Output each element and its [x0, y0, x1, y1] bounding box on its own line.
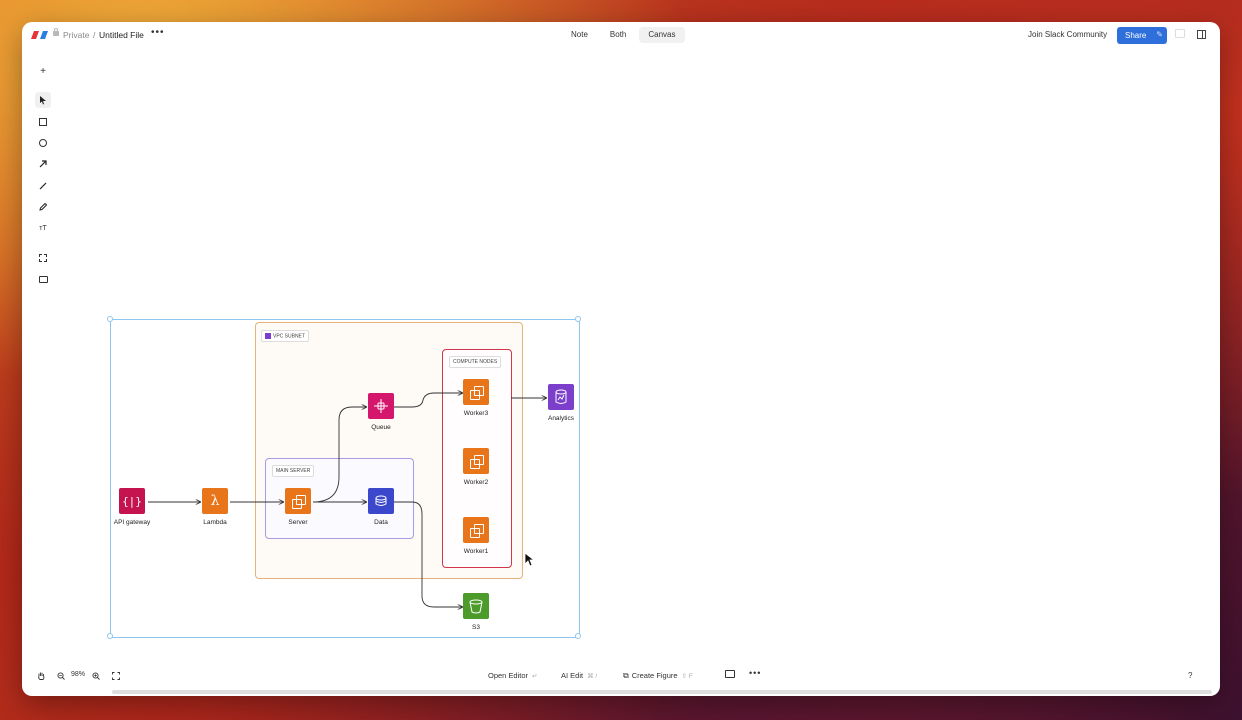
comments-panel-icon[interactable]	[1175, 29, 1185, 38]
ai-edit-label: AI Edit	[561, 671, 584, 680]
s3-node[interactable]	[463, 593, 489, 619]
connector-lines	[148, 393, 546, 607]
text-icon[interactable]: ᴛT	[39, 224, 47, 232]
api-gateway-node[interactable]: {|}	[119, 488, 145, 514]
mode-note-tab[interactable]: Note	[571, 30, 588, 39]
ellipse-icon[interactable]	[35, 135, 51, 151]
worker3-node[interactable]	[463, 379, 489, 405]
lock-icon	[53, 28, 59, 36]
data-label: Data	[374, 519, 388, 526]
vpc-subnet-title: VPC SUBNET	[273, 333, 305, 340]
ec2-instance-icon	[469, 454, 484, 469]
file-name[interactable]: Untitled File	[99, 30, 144, 40]
selection-handle[interactable]	[575, 633, 581, 639]
selection-box[interactable]	[110, 319, 580, 638]
open-editor-label: Open Editor	[488, 671, 529, 680]
ec2-instance-icon	[469, 385, 484, 400]
compute-nodes-label: COMPUTE NODES	[449, 356, 502, 368]
worker1-label: Worker1	[463, 548, 489, 555]
hand-icon[interactable]	[37, 671, 46, 680]
sidebar-toggle-icon[interactable]	[1197, 30, 1206, 39]
breadcrumb-separator: /	[93, 30, 96, 40]
create-figure-icon: ⧉	[623, 671, 629, 680]
worker3-label: Worker3	[463, 410, 489, 417]
selection-handle[interactable]	[107, 316, 113, 322]
api-gateway-icon: {|}	[122, 494, 142, 508]
edge-server-queue	[312, 407, 366, 503]
line-icon[interactable]	[35, 178, 51, 194]
worker1-node[interactable]	[463, 517, 489, 543]
share-label: Share	[1125, 31, 1147, 40]
plus-icon[interactable]: +	[40, 65, 46, 77]
open-editor-shortcut: ↵	[532, 673, 538, 680]
lambda-label: Lambda	[203, 519, 227, 526]
vpc-icon	[265, 333, 271, 339]
open-editor-button[interactable]: Open Editor↵	[488, 671, 537, 680]
join-slack-link[interactable]: Join Slack Community	[1028, 30, 1108, 39]
pencil-icon[interactable]	[35, 199, 51, 215]
api-gateway-label: API gateway	[113, 519, 151, 526]
s3-label: S3	[472, 624, 480, 631]
zoom-level[interactable]: 98%	[71, 671, 86, 678]
analytics-icon	[555, 389, 567, 404]
more-actions-button[interactable]: •••	[749, 668, 762, 678]
edge-data-s3	[394, 501, 462, 607]
mode-canvas-tab[interactable]: Canvas	[639, 27, 685, 43]
top-bar: Private / Untitled File ••• Note Both Ca…	[22, 22, 1220, 48]
queue-node[interactable]	[368, 393, 394, 419]
comment-icon[interactable]	[35, 271, 51, 287]
vpc-subnet-label: VPC SUBNET	[261, 330, 309, 343]
frame-icon[interactable]	[35, 250, 51, 266]
bottom-bar: 98% Open Editor↵ AI Edit⌘ / ⧉Create Figu…	[22, 664, 1220, 688]
data-node[interactable]	[368, 488, 394, 514]
edge-queue-worker3	[394, 393, 462, 408]
server-label: Server	[288, 519, 308, 526]
create-figure-label: Create Figure	[631, 671, 678, 680]
selection-handle[interactable]	[575, 316, 581, 322]
share-button[interactable]: Share ✎	[1117, 27, 1167, 44]
zoom-out-icon[interactable]	[57, 672, 65, 680]
fit-to-screen-icon[interactable]	[112, 672, 120, 680]
ai-edit-shortcut: ⌘ /	[587, 673, 598, 680]
analytics-label: Analytics	[547, 415, 574, 422]
s3-bucket-icon	[469, 599, 483, 613]
server-node[interactable]	[285, 488, 311, 514]
ec2-instance-icon	[469, 523, 484, 538]
lambda-node[interactable]: λ	[202, 488, 228, 514]
create-figure-shortcut: ⇧ F	[681, 673, 693, 680]
breadcrumb-private[interactable]: Private	[63, 30, 90, 40]
main-server-label: MAIN SERVER	[272, 465, 315, 477]
help-button[interactable]: ?	[1188, 671, 1193, 680]
app-logo-icon[interactable]	[31, 31, 48, 39]
comment-button-icon[interactable]	[725, 670, 735, 678]
zoom-in-icon[interactable]	[92, 672, 100, 680]
ec2-instance-icon	[291, 494, 306, 509]
queue-label: Queue	[371, 424, 391, 431]
mode-both-tab[interactable]: Both	[609, 30, 627, 39]
database-icon	[375, 495, 387, 506]
rectangle-icon[interactable]	[35, 114, 51, 130]
horizontal-scrollbar[interactable]	[112, 690, 1212, 694]
queue-icon	[374, 399, 388, 413]
more-options-button[interactable]: •••	[151, 27, 165, 38]
pointer-icon[interactable]	[35, 92, 51, 108]
mouse-cursor-icon	[524, 552, 535, 567]
lambda-icon: λ	[210, 493, 220, 509]
analytics-node[interactable]	[548, 384, 574, 410]
ai-edit-button[interactable]: AI Edit⌘ /	[561, 671, 597, 680]
worker2-node[interactable]	[463, 448, 489, 474]
create-figure-button[interactable]: ⧉Create Figure⇧ F	[623, 671, 693, 681]
edit-pencil-icon: ✎	[1156, 30, 1163, 39]
app-window: Private / Untitled File ••• Note Both Ca…	[22, 22, 1220, 696]
worker2-label: Worker2	[463, 479, 489, 486]
arrow-icon[interactable]	[35, 156, 51, 172]
selection-handle[interactable]	[107, 633, 113, 639]
connectors	[148, 22, 1220, 696]
view-mode-switch: Note Both Canvas	[562, 27, 685, 43]
